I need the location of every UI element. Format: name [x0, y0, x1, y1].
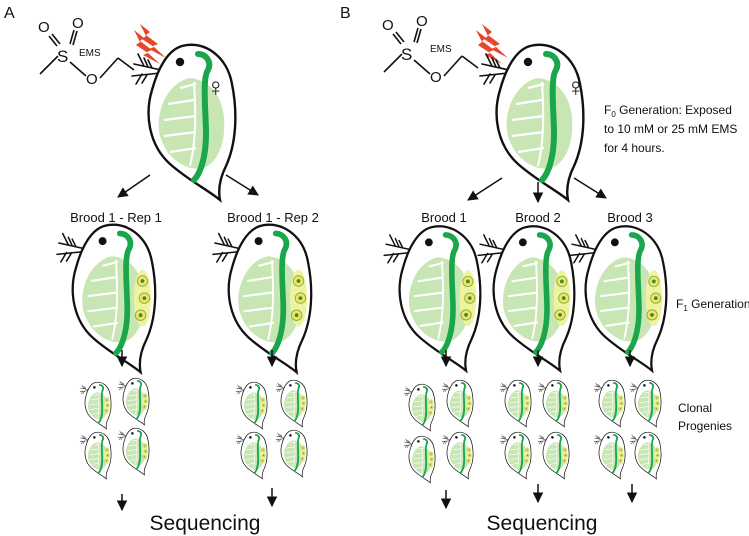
oxygen-atom: O: [382, 17, 394, 34]
daphnia-f1: [384, 226, 480, 370]
daphnia-clone: [236, 382, 267, 429]
daphnia-clone: [594, 432, 625, 479]
ems-structure: S O O O EMS: [382, 13, 479, 86]
daphnia-f1: [570, 226, 666, 370]
daphnia-clone: [538, 380, 569, 427]
sulfur-atom: S: [57, 47, 68, 66]
f0-annotation-line3: for 4 hours.: [604, 141, 665, 155]
daphnia-clone: [276, 430, 307, 477]
arrow: [467, 177, 503, 201]
mutagen-label: EMS: [79, 48, 101, 59]
clonal-progeny-group: [80, 378, 149, 479]
clonal-progeny-group: [500, 380, 569, 479]
daphnia-clone: [630, 432, 661, 479]
sequencing-label: Sequencing: [487, 512, 598, 535]
daphnia-f1: [478, 226, 574, 370]
f1-annotation: F1 Generation: [676, 297, 749, 313]
female-symbol: ♀: [206, 72, 226, 102]
daphnia-clone: [442, 380, 473, 427]
brood-label: Brood 1: [421, 210, 467, 225]
daphnia-clone: [118, 428, 149, 475]
brood-label: Brood 3: [607, 210, 653, 225]
brood-label: Brood 1 - Rep 2: [227, 210, 319, 225]
daphnia-f1: [57, 225, 155, 372]
oxygen-atom: O: [86, 71, 98, 88]
ems-structure: S O O O EMS: [38, 15, 135, 88]
brood-label: Brood 1 - Rep 1: [70, 210, 162, 225]
daphnia-clone: [500, 380, 531, 427]
arrow: [117, 174, 151, 198]
female-symbol: ♀: [566, 72, 586, 102]
clonal-progeny-group: [594, 380, 661, 479]
panel-letter: B: [340, 5, 351, 22]
clonal-label-line1: Clonal: [678, 401, 712, 415]
daphnia-clone: [80, 432, 111, 479]
daphnia-f0: [480, 45, 583, 200]
daphnia-clone: [276, 380, 307, 427]
daphnia-clone: [404, 436, 435, 483]
f0-annotation-line2: to 10 mM or 25 mM EMS: [604, 122, 737, 136]
daphnia-clone: [80, 382, 111, 429]
oxygen-atom: O: [416, 13, 428, 30]
daphnia-clone: [404, 384, 435, 431]
panel-a: A S O O O EMS ♀ Brood 1 - Rep 1 Brood 1 …: [4, 5, 319, 535]
clonal-progeny-group: [404, 380, 473, 483]
daphnia-clone: [500, 432, 531, 479]
daphnia-clone: [118, 378, 149, 425]
radiation-bolt: [134, 24, 166, 64]
sequencing-label: Sequencing: [150, 512, 261, 535]
mutagen-label: EMS: [430, 44, 452, 55]
daphnia-clone: [538, 432, 569, 479]
daphnia-clone: [630, 380, 661, 427]
sulfur-atom: S: [401, 45, 412, 64]
oxygen-atom: O: [38, 19, 50, 36]
oxygen-atom: O: [430, 69, 442, 86]
panel-letter: A: [4, 5, 15, 22]
oxygen-atom: O: [72, 15, 84, 32]
clonal-label-line2: Progenies: [678, 419, 732, 433]
arrow: [573, 177, 607, 199]
daphnia-clone: [236, 432, 267, 479]
daphnia-clone: [442, 432, 473, 479]
clonal-progeny-group: [236, 380, 307, 479]
f0-annotation-line1: F0 Generation: Exposed: [604, 103, 732, 119]
panel-b: B S O O O EMS ♀ F0 Generation: Exposed t…: [340, 5, 749, 535]
daphnia-f1: [213, 225, 311, 372]
brood-label: Brood 2: [515, 210, 561, 225]
daphnia-clone: [594, 380, 625, 427]
arrow: [225, 174, 259, 196]
